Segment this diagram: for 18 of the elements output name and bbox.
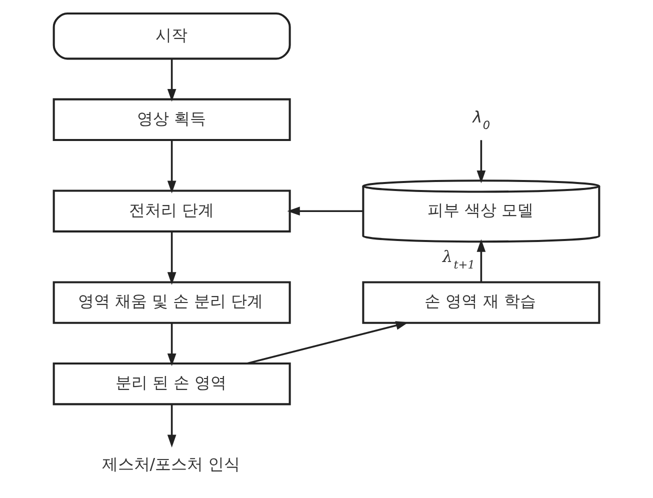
edge-label: λ$_{t+1}$: [442, 246, 475, 271]
node-box: 분리 된 손 영역: [52, 362, 291, 405]
arrow: [167, 322, 176, 366]
arrow: [167, 140, 176, 193]
arrow: [167, 58, 176, 102]
node-box: 전처리 단계: [52, 189, 291, 232]
node-box: 손 영역 재 학습: [362, 280, 600, 324]
node-text: 제스처/포스처 인식: [102, 454, 240, 473]
node-box: 영역 채움 및 손 분리 단계: [52, 280, 291, 324]
arrow: [247, 320, 409, 364]
arrow: [167, 404, 176, 447]
node-box: 영상 획득: [52, 98, 291, 140]
arrow: [476, 140, 486, 183]
arrow: [167, 231, 176, 284]
arrow: [476, 238, 486, 282]
node-box: 시작: [52, 12, 291, 60]
node-text: λ$_{0}$: [472, 107, 490, 132]
arrow: [287, 206, 364, 216]
